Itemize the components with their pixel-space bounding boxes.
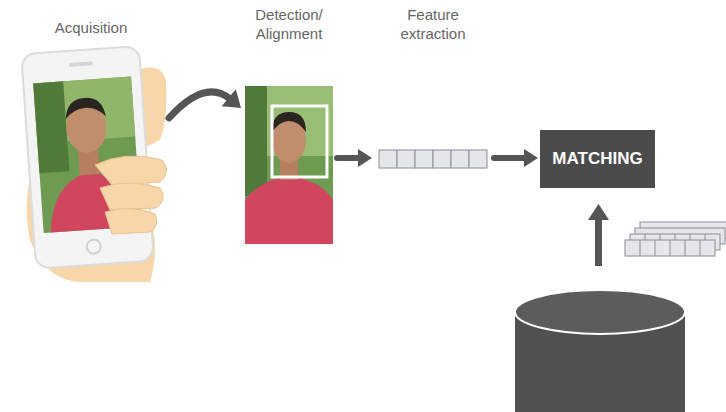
stage-heading: Detection/ Alignment [243,5,335,43]
detection-photo [245,86,333,244]
box-label: MATCHING [552,149,642,169]
database-cylinder [515,290,685,412]
flow-arrow [337,149,372,167]
acquisition-stage: Acquisition [15,18,167,283]
database-arrow [588,204,609,266]
stage-heading: Feature extraction [383,5,483,43]
stored-vectors [625,222,726,256]
detection-stage: Detection/ Alignment [243,5,335,245]
flow-arrow [494,149,538,167]
feature-vector [379,150,487,168]
feature-stage: Feature extraction [374,5,492,175]
matching-box: MATCHING [540,130,655,188]
flow-arrow [169,89,241,118]
fingers [95,156,167,234]
stage-heading: Acquisition [16,18,166,37]
